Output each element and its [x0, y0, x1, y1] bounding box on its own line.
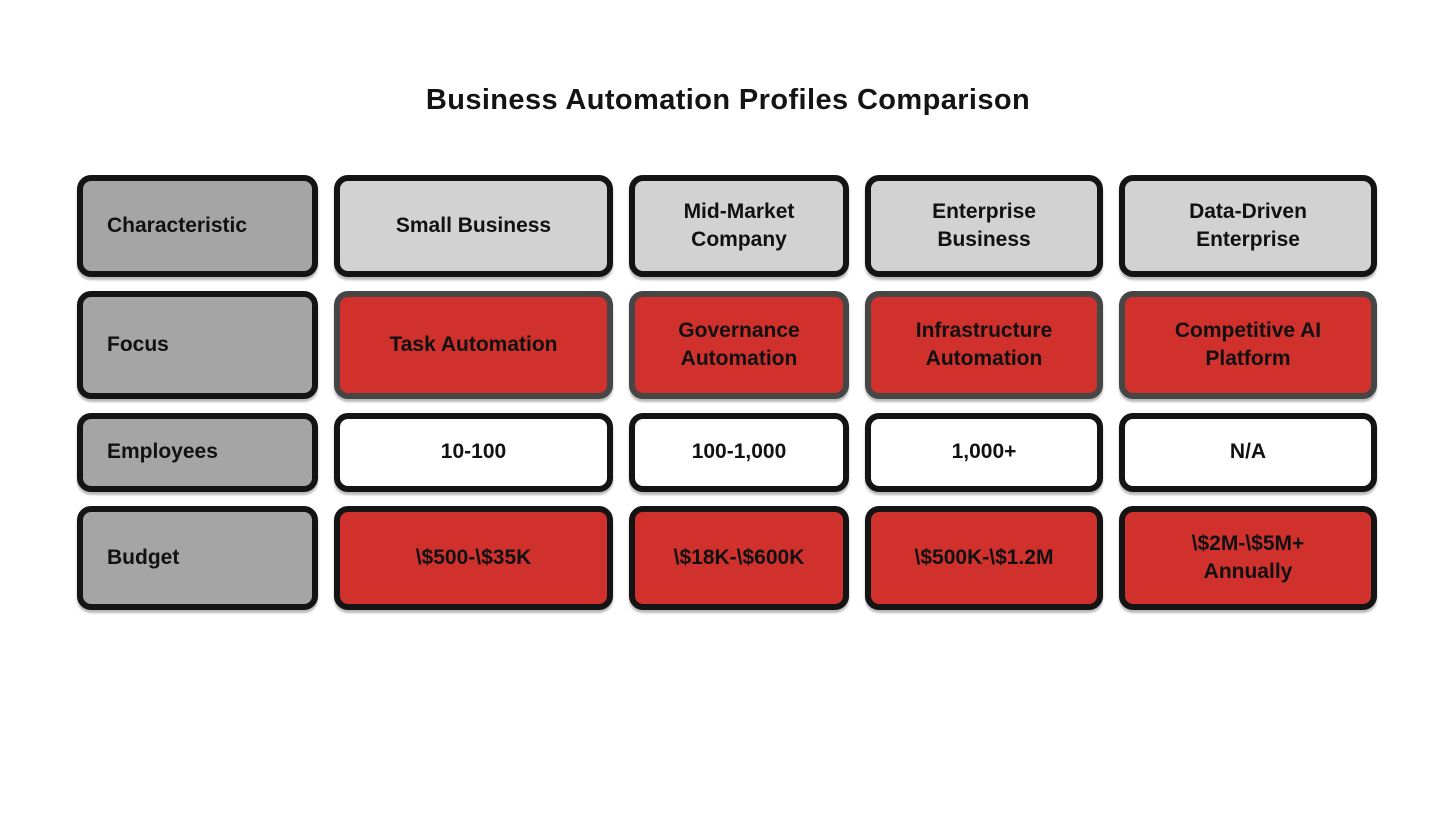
- cell-focus-enterprise: Infrastructure Automation: [865, 291, 1103, 399]
- cell-focus-small-business: Task Automation: [334, 291, 613, 399]
- cell-budget-data-driven: \$2M-\$5M+ Annually: [1119, 506, 1377, 610]
- header-cell-mid-market-company: Mid-Market Company: [629, 175, 849, 277]
- row-label-focus: Focus: [77, 291, 318, 399]
- header-cell-enterprise-business: Enterprise Business: [865, 175, 1103, 277]
- cell-budget-enterprise: \$500K-\$1.2M: [865, 506, 1103, 610]
- cell-employees-data-driven: N/A: [1119, 413, 1377, 492]
- page-title: Business Automation Profiles Comparison: [425, 84, 1031, 116]
- cell-employees-enterprise: 1,000+: [865, 413, 1103, 492]
- row-label-budget: Budget: [77, 506, 318, 610]
- comparison-table: Characteristic Small Business Mid-Market…: [77, 175, 1377, 610]
- header-cell-small-business: Small Business: [334, 175, 613, 277]
- header-cell-characteristic: Characteristic: [77, 175, 318, 277]
- cell-focus-data-driven: Competitive AI Platform: [1119, 291, 1377, 399]
- cell-employees-small-business: 10-100: [334, 413, 613, 492]
- cell-focus-mid-market: Governance Automation: [629, 291, 849, 399]
- cell-employees-mid-market: 100-1,000: [629, 413, 849, 492]
- row-label-employees: Employees: [77, 413, 318, 492]
- cell-budget-mid-market: \$18K-\$600K: [629, 506, 849, 610]
- header-cell-data-driven-enterprise: Data-Driven Enterprise: [1119, 175, 1377, 277]
- cell-budget-small-business: \$500-\$35K: [334, 506, 613, 610]
